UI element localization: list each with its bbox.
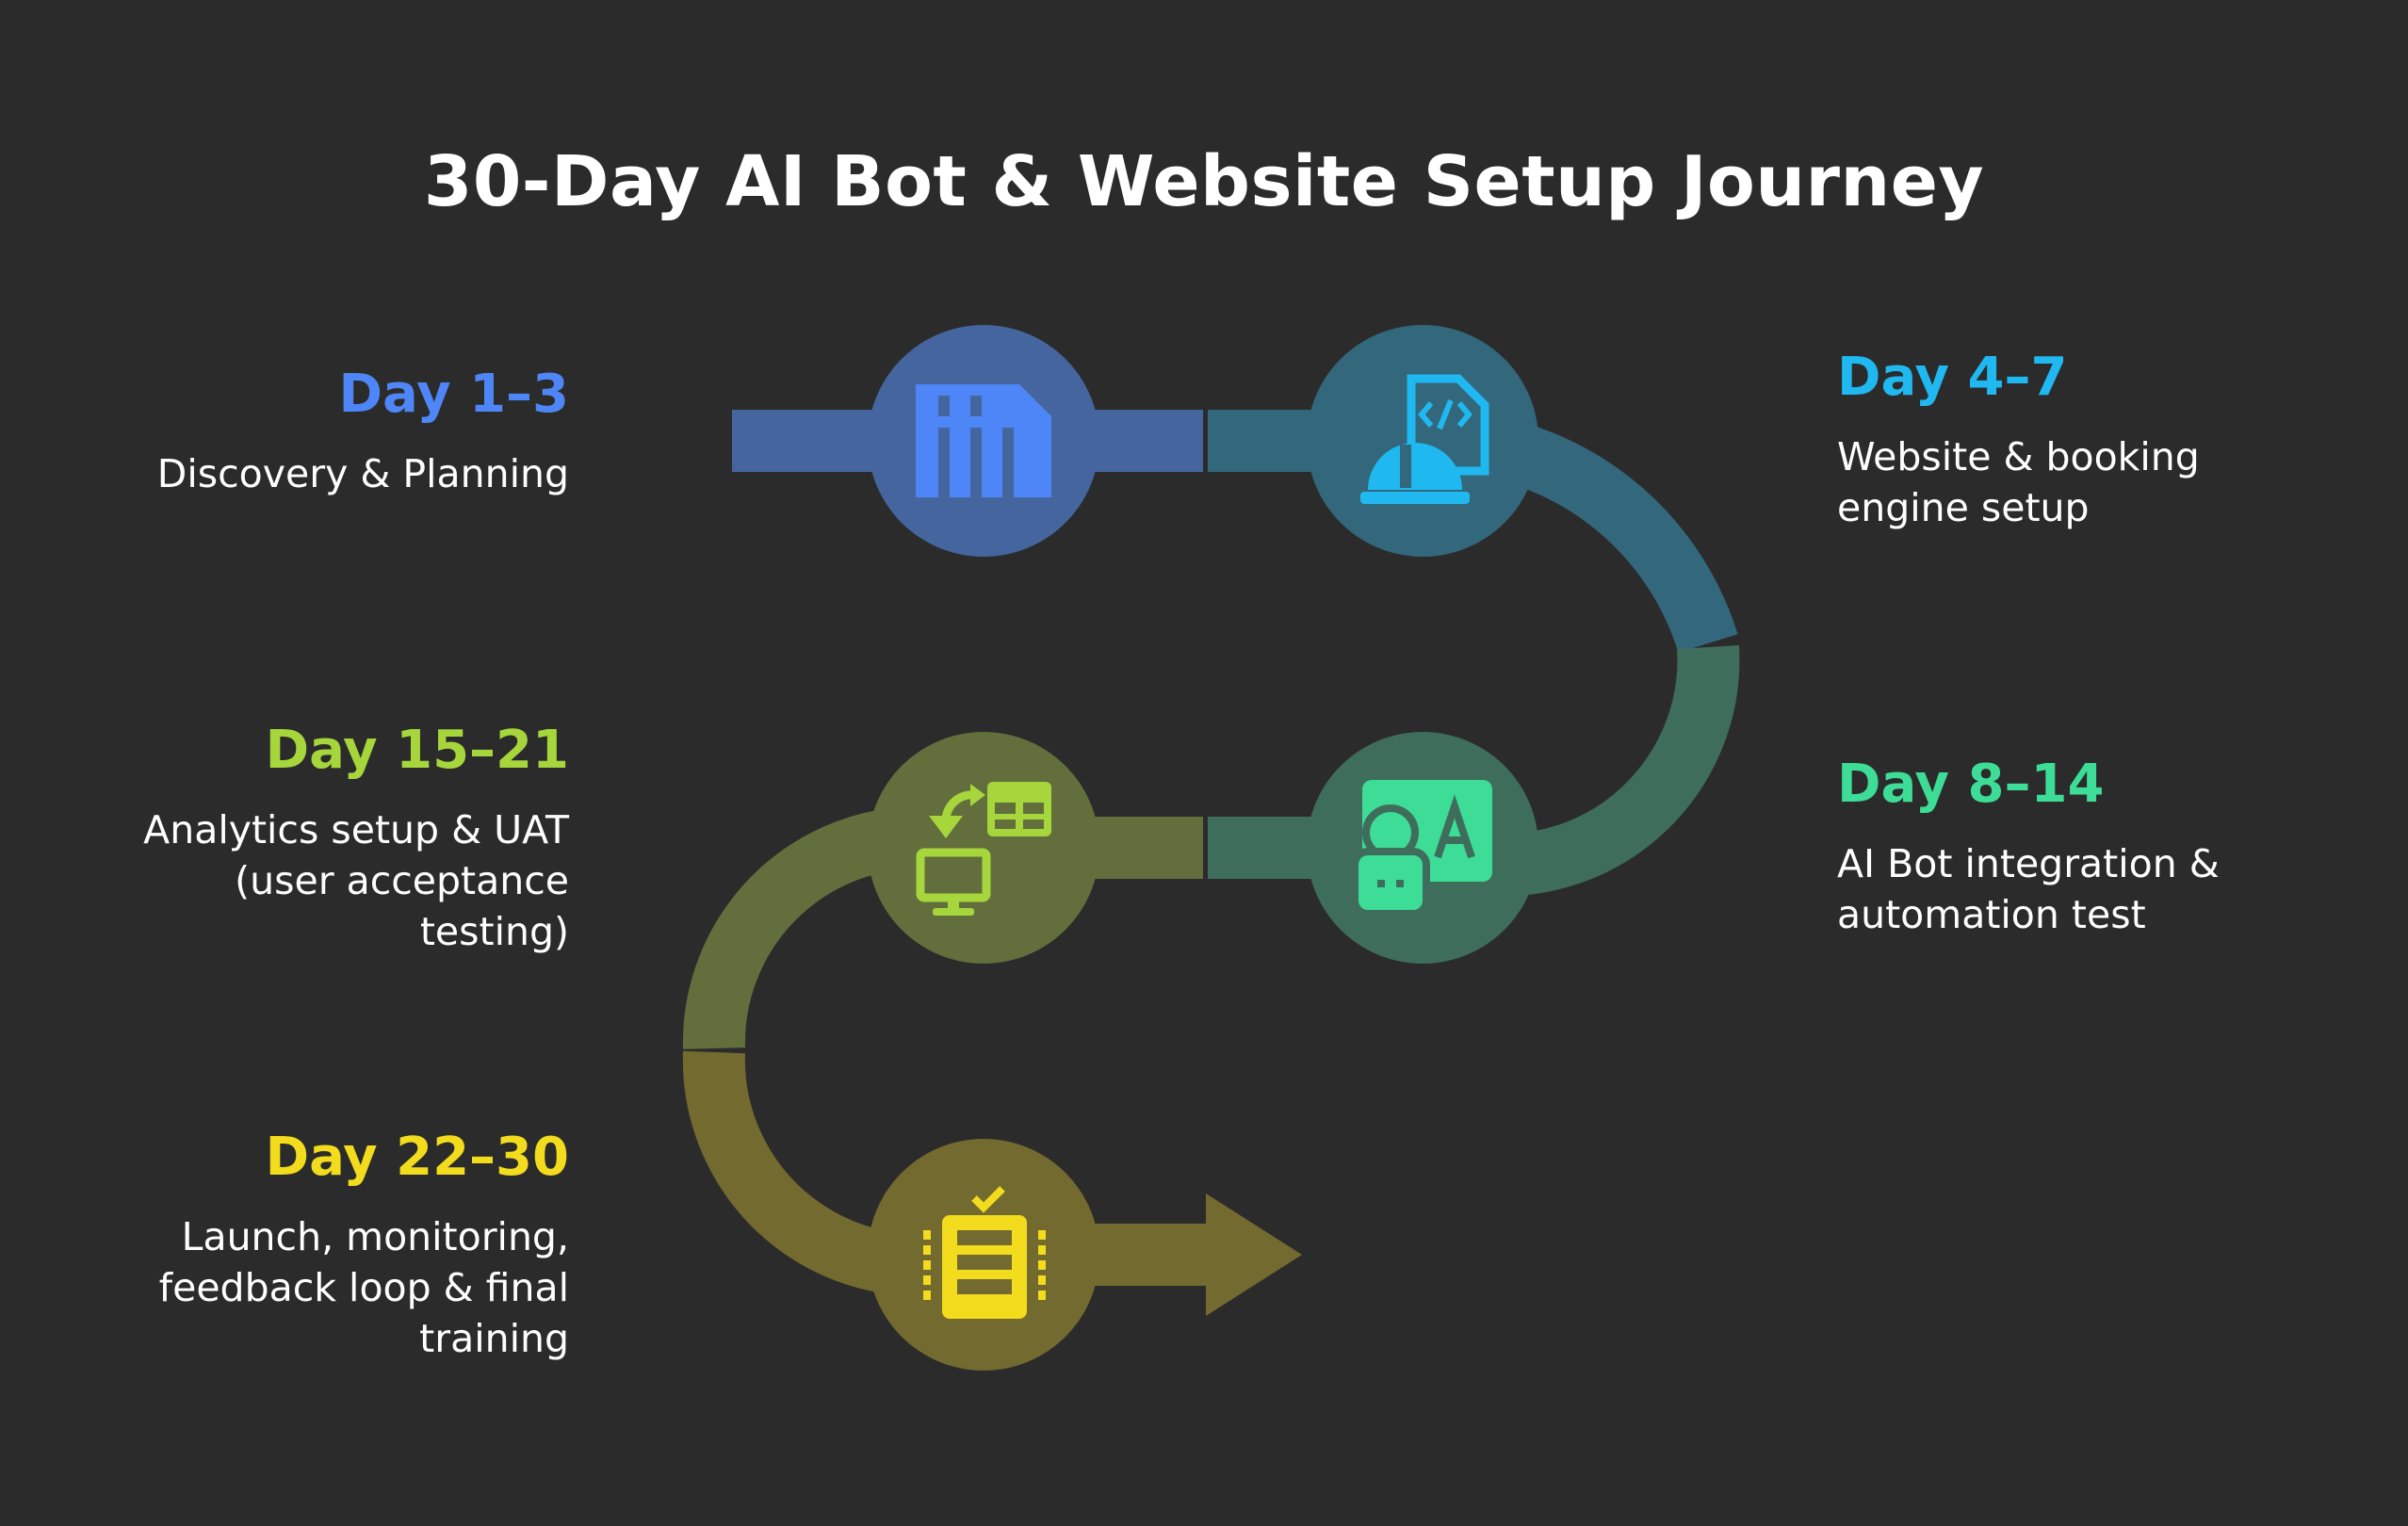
letter-a-icon xyxy=(1434,794,1475,859)
building-icon xyxy=(916,384,1051,497)
step-1-desc-line-1: Discovery & Planning xyxy=(156,451,569,496)
step-2-description: Website & booking engine setup xyxy=(1837,431,2200,533)
step-5-desc-line-1: Launch, monitoring, xyxy=(181,1214,569,1259)
analytics-transfer-icon xyxy=(916,782,1051,916)
path-end-arrow xyxy=(1206,1193,1302,1316)
step-2-day: Day 4–7 xyxy=(1837,347,2068,408)
step-1-description: Discovery & Planning xyxy=(157,448,569,499)
step-5-description: Launch, monitoring, feedback loop & fina… xyxy=(159,1211,569,1364)
step-4-day: Day 15–21 xyxy=(265,720,569,781)
step-node-4 xyxy=(868,732,1099,964)
step-label-5: Day 22–30 Launch, monitoring, feedback l… xyxy=(159,1125,569,1364)
step-2-desc-line-1: Website & booking xyxy=(1837,434,2200,479)
step-5-day: Day 22–30 xyxy=(265,1127,569,1188)
robot-icon xyxy=(1351,804,1430,917)
step-3-description: AI Bot integration & automation test xyxy=(1837,838,2220,940)
launch-checklist-icon xyxy=(923,1186,1046,1319)
step-5-desc-line-3: training xyxy=(419,1316,569,1361)
step-3-desc-line-2: automation test xyxy=(1837,892,2146,937)
step-node-2 xyxy=(1307,325,1538,557)
diagram-title: 30-Day AI Bot & Website Setup Journey xyxy=(423,141,1985,222)
step-label-4: Day 15–21 Analytics setup & UAT (user ac… xyxy=(143,718,569,957)
step-label-1: Day 1–3 Discovery & Planning xyxy=(157,362,569,499)
step-1-day: Day 1–3 xyxy=(338,364,569,425)
step-4-desc-line-2: (user acceptance xyxy=(235,858,569,903)
step-3-desc-line-1: AI Bot integration & xyxy=(1837,841,2220,886)
step-4-desc-line-1: Analytics setup & UAT xyxy=(143,807,569,852)
step-5-desc-line-2: feedback loop & final xyxy=(158,1265,569,1310)
step-label-3: Day 8–14 AI Bot integration & automation… xyxy=(1837,752,2220,940)
step-3-day: Day 8–14 xyxy=(1837,754,2105,815)
hard-hat-icon xyxy=(1360,443,1470,504)
step-4-desc-line-3: testing) xyxy=(419,909,569,954)
step-label-2: Day 4–7 Website & booking engine setup xyxy=(1837,345,2200,533)
step-4-description: Analytics setup & UAT (user acceptance t… xyxy=(143,804,569,957)
step-2-desc-line-2: engine setup xyxy=(1837,485,2090,530)
